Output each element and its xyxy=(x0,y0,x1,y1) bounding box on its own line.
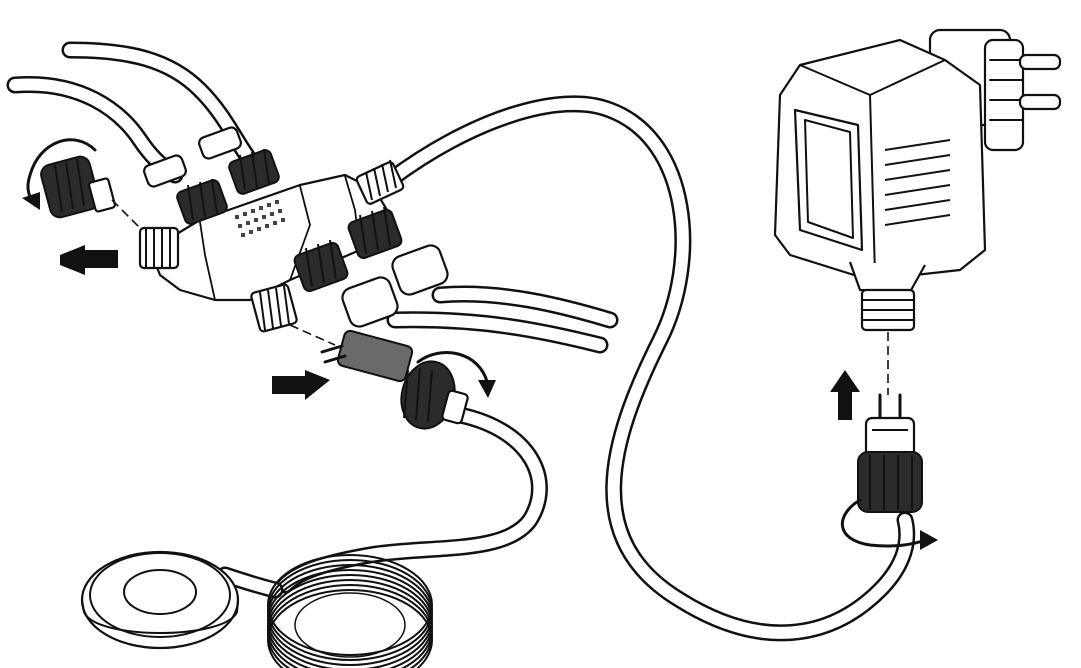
round-light xyxy=(80,550,240,650)
hub-thread-bottom xyxy=(250,283,298,333)
power-adapter xyxy=(773,28,1062,395)
rotate-arrow-adapter-plug xyxy=(841,498,927,548)
cables xyxy=(6,41,916,642)
adapter-vents xyxy=(884,139,951,226)
adapter-plug xyxy=(857,393,923,513)
hub-connector-right-1 xyxy=(347,206,449,296)
end-cap xyxy=(40,155,143,231)
hub-grip-texture xyxy=(235,200,285,237)
push-arrow-right xyxy=(272,370,330,400)
distributor-hub xyxy=(138,126,449,333)
hub-connector-top-1 xyxy=(228,148,280,195)
hub-thread-left xyxy=(138,226,180,270)
hub-connector-top-2 xyxy=(176,178,228,225)
push-arrow-up xyxy=(830,370,860,420)
push-arrow-left xyxy=(60,245,118,275)
rotate-arrow-spotlight xyxy=(416,351,490,387)
hub-thread-right xyxy=(355,159,405,205)
coiled-cable xyxy=(267,554,433,668)
spotlight-connector xyxy=(289,324,469,430)
hub-connector-right-2 xyxy=(293,239,399,328)
